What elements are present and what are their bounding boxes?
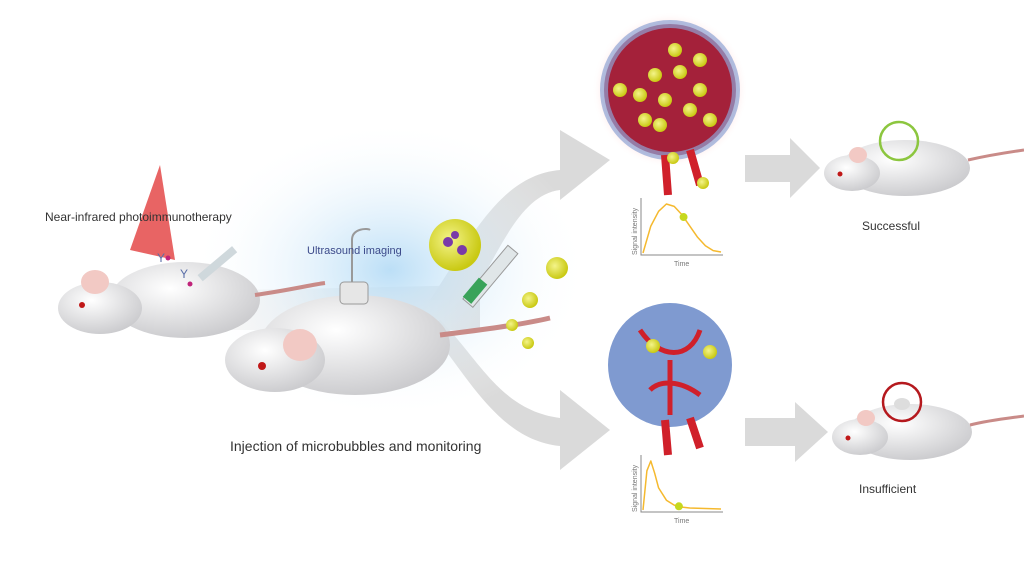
- label-nir-pit: Near-infrared photoimmunotherapy: [45, 210, 232, 224]
- signal-curve: [642, 460, 722, 511]
- svg-text:Y: Y: [180, 267, 188, 281]
- tumor-successful: [592, 12, 748, 196]
- success-ring: [878, 120, 920, 162]
- signal-curve: [642, 203, 722, 254]
- y-axis-label: Signal intensity: [632, 207, 639, 255]
- y-axis-label: Signal intensity: [632, 464, 639, 512]
- chart-axes: [640, 198, 723, 256]
- label-ultrasound: Ultrasound imaging: [307, 245, 402, 257]
- mouse-successful: [824, 120, 1024, 196]
- chart-axes: [640, 455, 723, 513]
- syringe-icon: [197, 246, 238, 282]
- svg-text:Y: Y: [157, 251, 165, 265]
- signal-chart-insufficient: Time Signal intensity: [632, 455, 723, 525]
- x-axis-label: Time: [674, 518, 689, 525]
- arrow-to-successful: [745, 138, 820, 198]
- label-insufficient: Insufficient: [859, 482, 917, 496]
- arrow-to-insufficient: [745, 402, 828, 462]
- signal-marker: [674, 502, 683, 511]
- signal-chart-successful: Time Signal intensity: [632, 198, 723, 268]
- curved-arrow-down: [430, 320, 610, 470]
- mouse-monitoring: [225, 219, 568, 395]
- nir-light-beam: [130, 165, 175, 260]
- tumor-insufficient: [608, 303, 732, 456]
- mouse-nir-treatment: YY: [58, 165, 326, 338]
- insufficient-ring: [881, 381, 923, 423]
- label-injection: Injection of microbubbles and monitoring: [230, 438, 482, 454]
- mouse-insufficient: [832, 381, 1024, 460]
- x-axis-label: Time: [674, 261, 689, 268]
- microbubble-syringe-icon: [462, 244, 519, 309]
- signal-marker: [679, 213, 688, 222]
- ultrasound-probe-icon: [339, 228, 371, 305]
- antibody-icons: YY: [157, 251, 193, 287]
- microbubble-diagram-icon: [429, 219, 481, 271]
- label-successful: Successful: [862, 219, 921, 233]
